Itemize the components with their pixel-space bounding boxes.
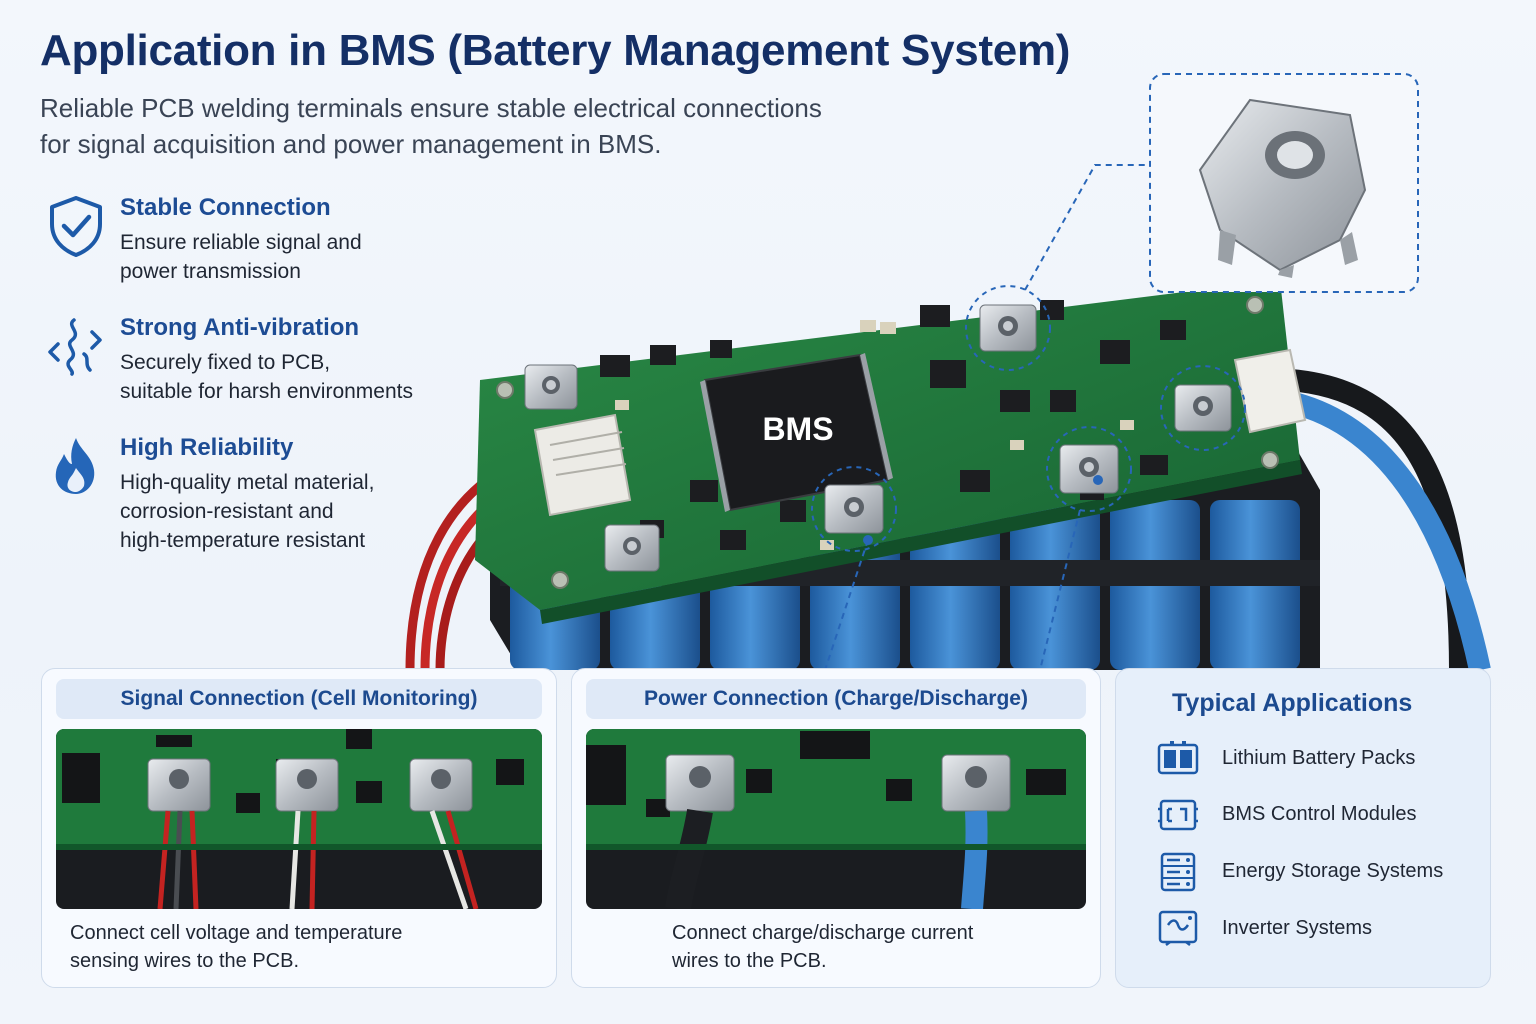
- application-item: Energy Storage Systems: [1156, 852, 1486, 892]
- application-item: BMS Control Modules: [1156, 795, 1486, 835]
- inverter-icon: [1158, 910, 1198, 946]
- power-panel-caption: Connect charge/discharge current wires t…: [672, 919, 973, 975]
- subtitle-line-1: Reliable PCB welding terminals ensure st…: [40, 93, 822, 123]
- application-label: Energy Storage Systems: [1222, 860, 1444, 882]
- feature-line: suitable for harsh environments: [120, 380, 413, 403]
- terminal-closeup: [1149, 73, 1419, 293]
- power-connection-panel: Power Connection (Charge/Discharge) Conn…: [571, 668, 1101, 988]
- caption-line: Connect charge/discharge current: [672, 922, 974, 944]
- energy-storage-icon: [1160, 852, 1196, 892]
- signal-photo-illustration: [56, 729, 542, 909]
- pcb-board: [475, 280, 1300, 610]
- feature-line: Ensure reliable signal and: [120, 231, 362, 254]
- bms-board-illustration: BMS: [405, 73, 1491, 673]
- feature-line: power transmission: [120, 260, 301, 283]
- application-label: BMS Control Modules: [1222, 803, 1417, 825]
- signal-connection-panel: Signal Connection (Cell Monitoring): [41, 668, 557, 988]
- pcb-terminals: [524, 304, 1232, 572]
- power-panel-title: Power Connection (Charge/Discharge): [586, 679, 1086, 719]
- caption-line: wires to the PCB.: [672, 950, 827, 972]
- typical-applications-panel: Typical Applications Lithium Battery Pac…: [1115, 668, 1491, 988]
- feature-title: High Reliability: [120, 434, 294, 461]
- control-module-icon: [1158, 799, 1198, 831]
- application-item: Lithium Battery Packs: [1156, 739, 1486, 779]
- signal-connection-photo: [56, 729, 542, 909]
- caption-line: Connect cell voltage and temperature: [70, 922, 403, 944]
- signal-panel-title: Signal Connection (Cell Monitoring): [56, 679, 542, 719]
- feature-line: Securely fixed to PCB,: [120, 351, 331, 374]
- application-label: Inverter Systems: [1222, 917, 1373, 939]
- feature-line: high-temperature resistant: [120, 529, 366, 552]
- application-label: Lithium Battery Packs: [1222, 747, 1416, 769]
- subtitle-line-2: for signal acquisition and power managem…: [40, 129, 662, 159]
- feature-line: High-quality metal material,: [120, 471, 375, 494]
- signal-connector: [533, 413, 632, 517]
- feature-description: Ensure reliable signal and power transmi…: [120, 228, 460, 286]
- caption-line: sensing wires to the PCB.: [70, 950, 299, 972]
- feature-title: Strong Anti-vibration: [120, 314, 360, 341]
- battery-pack-icon: [1157, 741, 1199, 775]
- bms-chip-label: BMS: [762, 411, 833, 447]
- application-item: Inverter Systems: [1156, 909, 1486, 949]
- page-title: Application in BMS (Battery Management S…: [40, 26, 1071, 75]
- feature-line: corrosion-resistant and: [120, 500, 334, 523]
- vibration-icon: [48, 318, 102, 376]
- shield-check-icon: [50, 196, 102, 257]
- page-subtitle: Reliable PCB welding terminals ensure st…: [40, 90, 940, 162]
- feature-description: Securely fixed to PCB, suitable for hars…: [120, 348, 460, 406]
- power-photo-illustration: [586, 729, 1086, 909]
- feature-description: High-quality metal material, corrosion-r…: [120, 468, 460, 555]
- signal-panel-caption: Connect cell voltage and temperature sen…: [70, 919, 402, 975]
- power-connection-photo: [586, 729, 1086, 909]
- flame-icon: [55, 438, 95, 494]
- bms-chip: BMS: [700, 353, 893, 512]
- applications-title: Typical Applications: [1172, 689, 1413, 717]
- feature-title: Stable Connection: [120, 194, 331, 221]
